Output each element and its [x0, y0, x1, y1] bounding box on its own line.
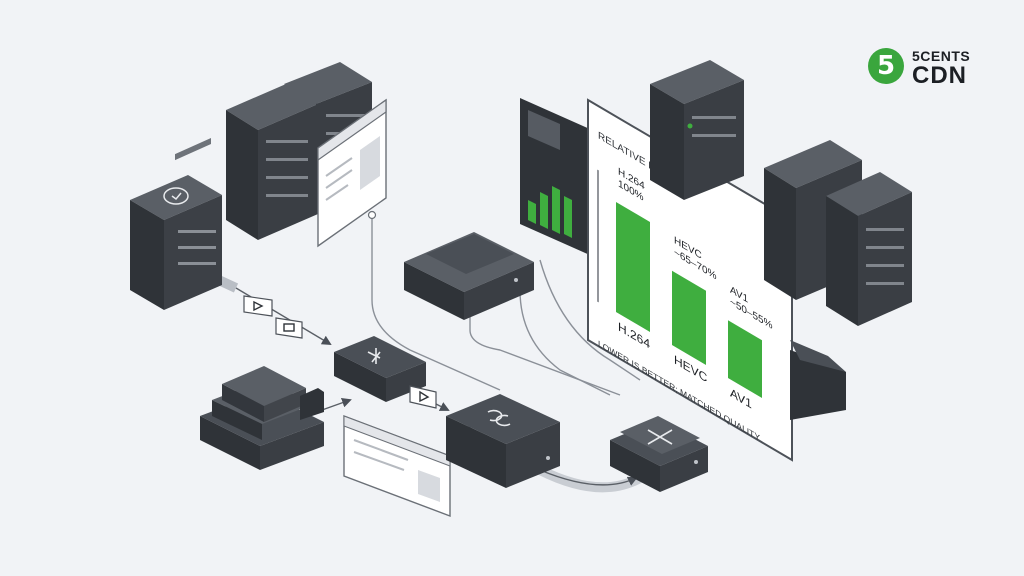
right-box — [790, 340, 846, 420]
brand-badge: 5 — [868, 48, 904, 84]
video-tag — [275, 317, 303, 339]
document-panel — [343, 414, 451, 518]
source-server — [130, 138, 222, 310]
play-icon — [419, 390, 430, 403]
brand-line-bottom: CDN — [912, 62, 967, 89]
play-tag-2 — [409, 385, 437, 409]
brand-logo: 5 5CENTS CDN — [868, 44, 998, 90]
chart-bar — [616, 202, 650, 332]
packager-box — [610, 416, 708, 492]
chart-bar — [728, 320, 762, 398]
monitor-panel — [520, 98, 592, 256]
clock-icon — [163, 187, 189, 205]
split-icon — [367, 348, 381, 364]
play-icon — [253, 300, 264, 312]
transcoder-box — [446, 394, 560, 488]
splitter-box — [334, 336, 426, 402]
server-rack-left — [226, 84, 318, 240]
refresh-icon — [487, 409, 511, 427]
chart-bar — [672, 270, 706, 365]
browser-panel — [317, 98, 387, 248]
encoder-box-top — [404, 232, 534, 320]
video-icon — [283, 323, 295, 332]
shuffle-icon — [647, 429, 673, 445]
play-tag — [243, 295, 273, 317]
brand-line-top: 5CENTS — [912, 48, 971, 64]
storage-stack — [200, 366, 324, 470]
server-rack-right — [764, 140, 912, 326]
server-rack-right-top — [650, 60, 744, 200]
